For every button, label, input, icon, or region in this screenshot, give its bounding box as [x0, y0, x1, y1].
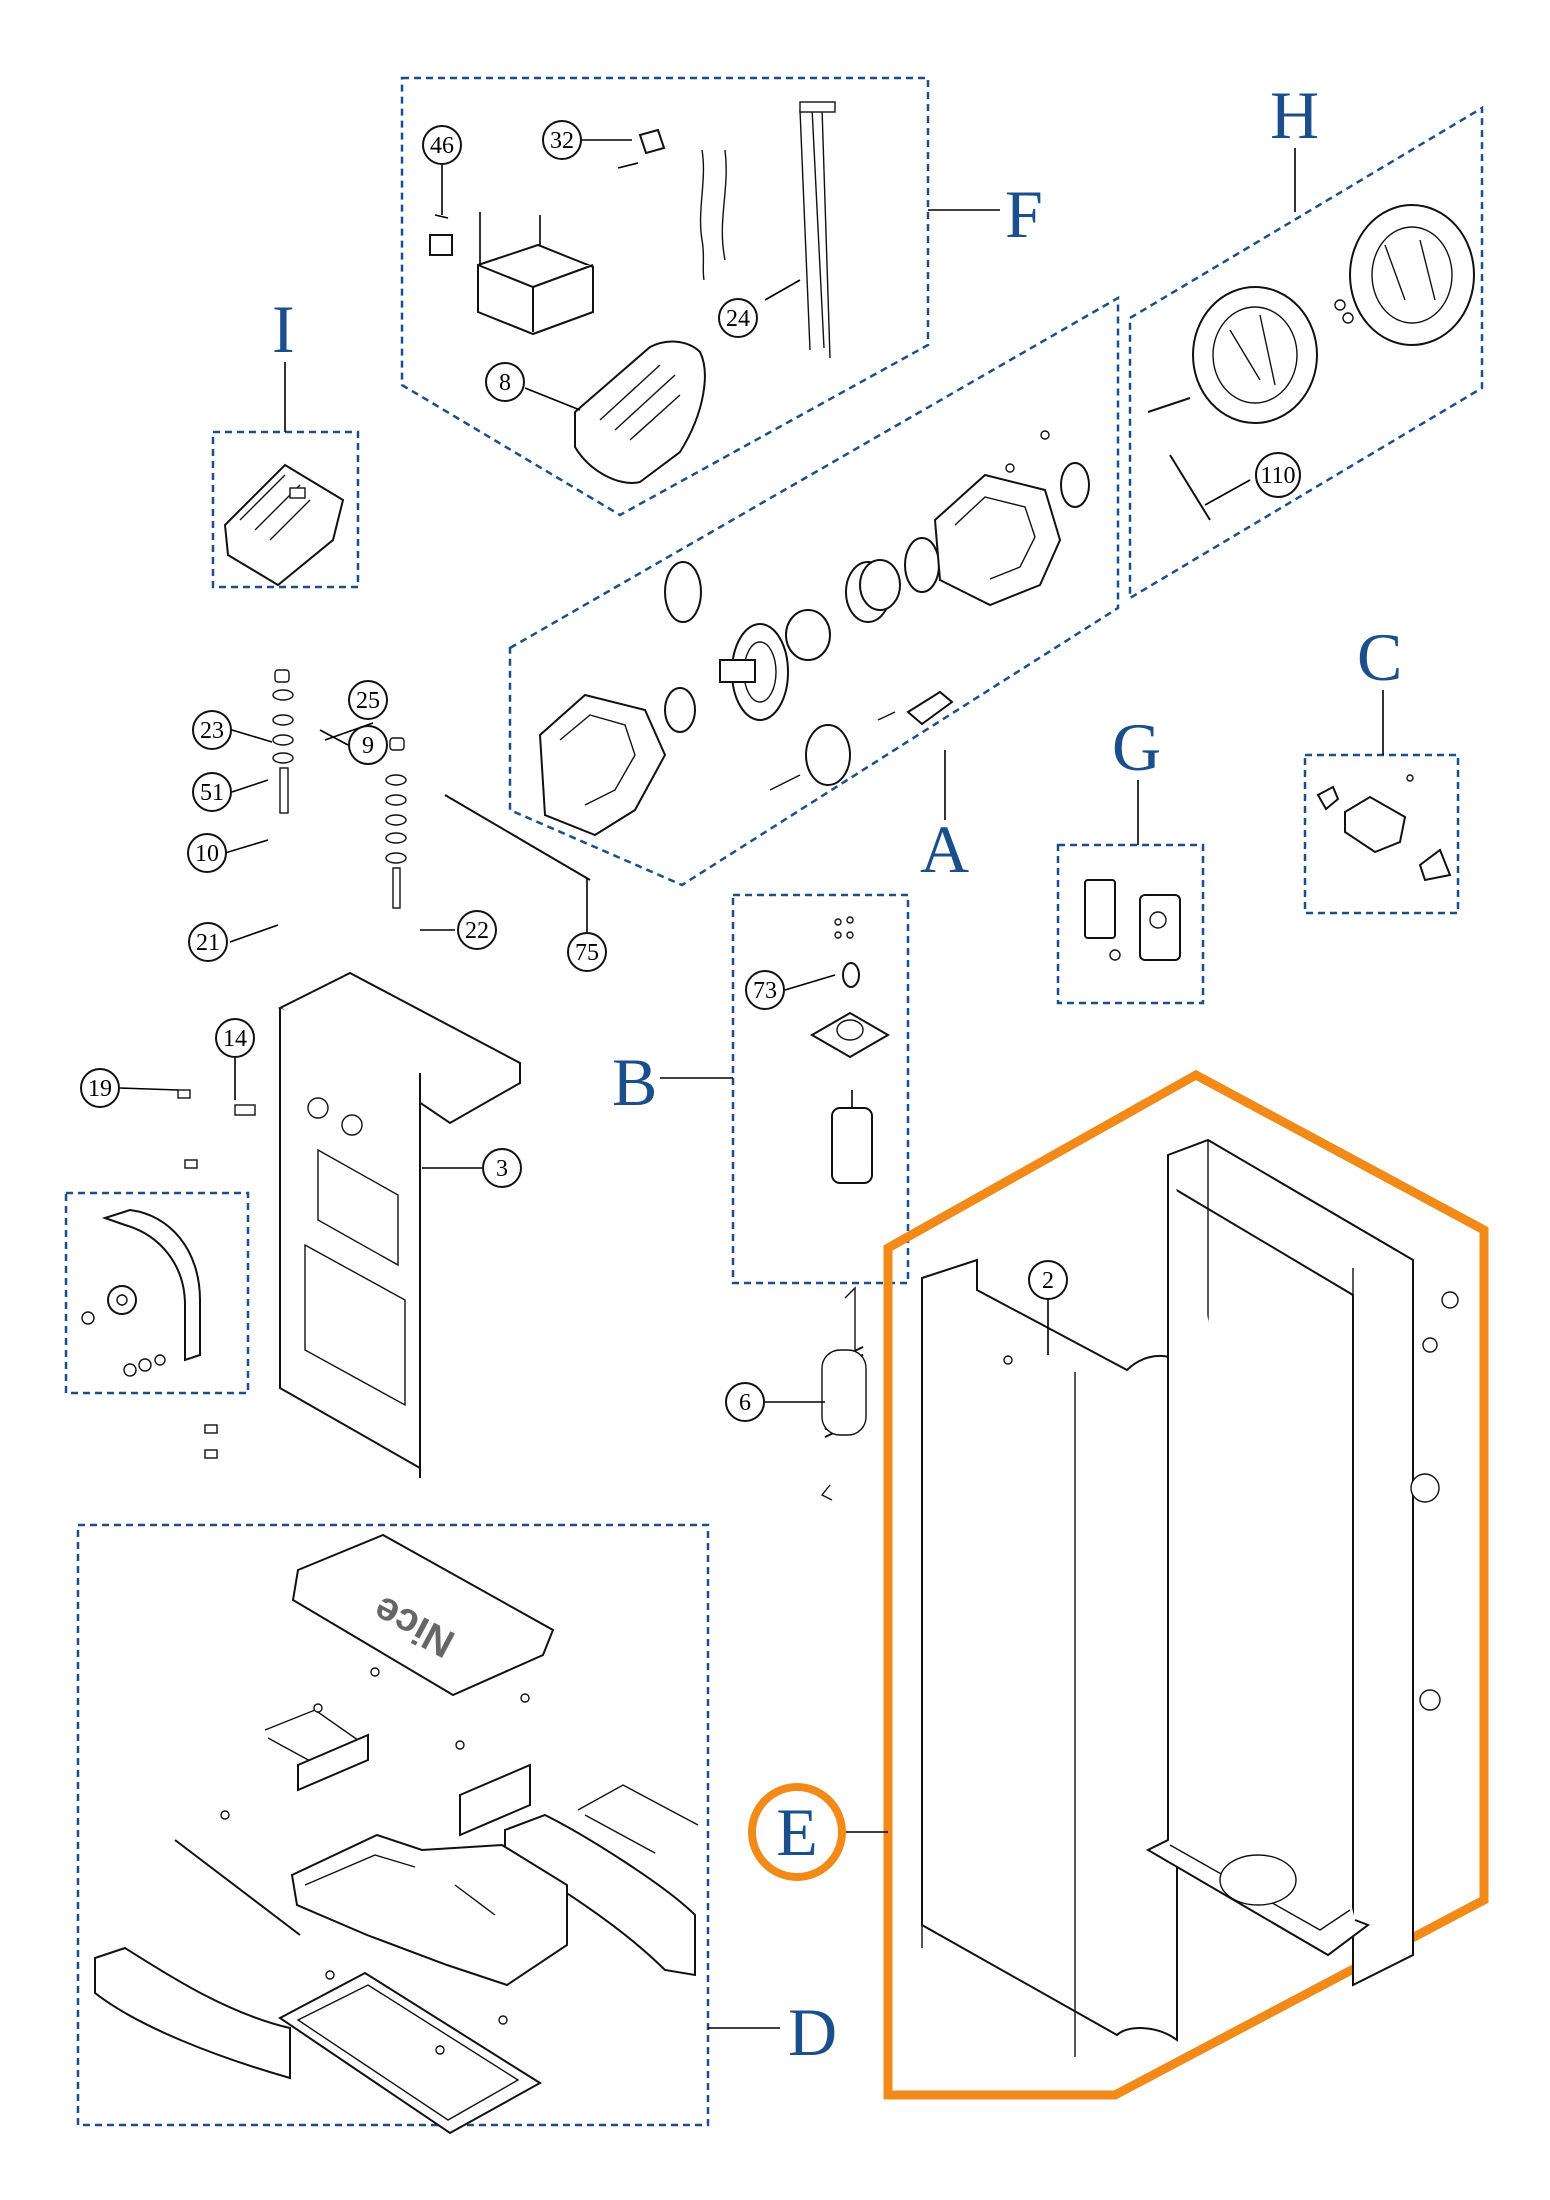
group-c-parts [1316, 774, 1452, 882]
group-f-parts [429, 101, 836, 484]
callout-19-label: 19 [88, 1076, 112, 1102]
callout-9: 9 [348, 725, 388, 765]
callout-32: 32 [542, 120, 582, 160]
callout-3-label: 3 [496, 1156, 508, 1182]
callout-2-label: 2 [1042, 1268, 1054, 1294]
callout-51: 51 [192, 772, 232, 812]
callout-8: 8 [485, 362, 525, 402]
callout-46: 46 [422, 125, 462, 165]
group-frame-a [508, 295, 1120, 887]
callout-14: 14 [215, 1018, 255, 1058]
group-letter-c: C [1357, 619, 1402, 695]
group-letter-d: D [788, 1994, 837, 2070]
group-h-parts [1147, 204, 1475, 521]
group-frame-b [731, 893, 910, 1285]
group-frame-h [1128, 105, 1484, 601]
callout-10: 10 [187, 833, 227, 873]
callout-32-label: 32 [550, 128, 574, 154]
group-frame-e-highlight [883, 1069, 1489, 2100]
callout-8-label: 8 [499, 370, 511, 396]
callout-51-label: 51 [200, 780, 224, 806]
bracket-subgroup-frame [64, 1191, 250, 1395]
group-e-parts [921, 1138, 1459, 2057]
group-frame-d [76, 1523, 710, 2127]
callout-22-label: 22 [465, 918, 489, 944]
callout-14-label: 14 [223, 1026, 247, 1052]
callout-22: 22 [457, 910, 497, 950]
callout-73: 73 [745, 970, 785, 1010]
callout-25: 25 [348, 680, 388, 720]
callout-19: 19 [80, 1068, 120, 1108]
group-leaders [284, 148, 1384, 2029]
base-plate-assembly [177, 669, 591, 1478]
callout-3: 3 [482, 1148, 522, 1188]
group-g-parts [1084, 879, 1181, 961]
group-frame-f [400, 76, 930, 517]
callout-6: 6 [725, 1382, 765, 1422]
callout-23: 23 [192, 710, 232, 750]
group-frame-c [1303, 753, 1460, 915]
group-d-parts: Nice [94, 1533, 699, 2135]
callout-73-label: 73 [753, 978, 777, 1004]
group-letter-i: I [272, 291, 295, 367]
group-frame-g [1056, 843, 1205, 1005]
callout-2: 2 [1028, 1260, 1068, 1300]
callout-21: 21 [188, 922, 228, 962]
group-a-parts [538, 430, 1090, 837]
callout-25-label: 25 [356, 688, 380, 714]
callout-46-label: 46 [430, 133, 454, 159]
callout-110: 110 [1255, 452, 1301, 498]
callout-110-label: 110 [1260, 463, 1295, 489]
group-e-circle [748, 1783, 846, 1881]
group-b-parts [810, 916, 890, 1184]
group-letter-b: B [612, 1044, 657, 1120]
callout-leaders [119, 139, 1251, 1403]
callout-21-label: 21 [196, 930, 220, 956]
callout-10-label: 10 [195, 841, 219, 867]
group-letter-e: E [776, 1794, 818, 1870]
group-i-control-board [223, 463, 345, 587]
bracket-subgroup-parts [81, 1208, 201, 1377]
callout-24-label: 24 [726, 306, 750, 332]
callout-75: 75 [567, 932, 607, 972]
group-letter-a: A [920, 811, 969, 887]
callout-6-label: 6 [739, 1390, 751, 1416]
callout-75-label: 75 [575, 940, 599, 966]
spring-part [820, 1286, 867, 1501]
callout-24: 24 [718, 298, 758, 338]
group-letter-g: G [1112, 709, 1161, 785]
group-letter-f: F [1005, 176, 1043, 252]
callout-23-label: 23 [200, 718, 224, 744]
group-letter-h: H [1270, 77, 1319, 153]
callout-9-label: 9 [362, 733, 374, 759]
